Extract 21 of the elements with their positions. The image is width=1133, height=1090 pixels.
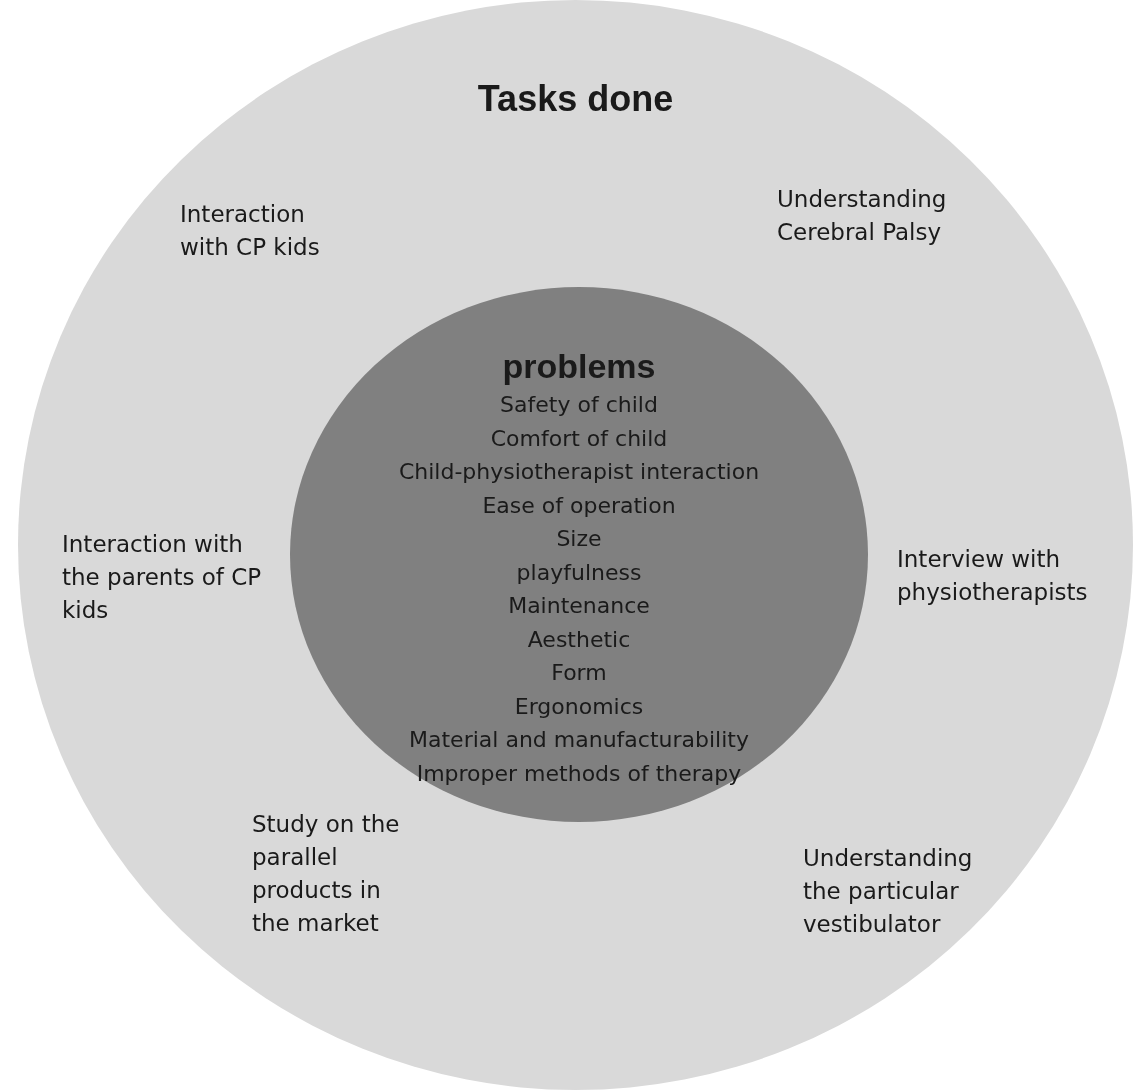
list-item: Aesthetic [526,625,632,654]
circle [18,0,1133,1090]
item-label: Interview with physiotherapists [897,545,1089,607]
list-item: Maintenance [507,592,651,620]
item-label: Study on the parallel products in the market [252,810,401,938]
item-label: Interaction with CP kids [180,200,321,262]
list-item: Safety of child [499,391,659,419]
list-item: Ergonomics [513,692,645,721]
list-item: Size [555,525,603,553]
list-item: playfulness [515,558,643,587]
list-item: Comfort of child [489,424,669,453]
list-item: Improper methods of therapy [415,759,743,788]
item-label: Understanding the particular vestibulator [803,844,974,939]
item-label: Understanding Cerebral Palsy [777,185,948,247]
heading: problems [501,347,657,386]
heading: Tasks done [476,78,675,120]
list-item: Child-physiotherapist interaction [397,458,761,486]
list-item: Form [550,659,608,687]
list-item: Ease of operation [481,491,677,520]
list-item: Material and manufacturability [408,726,750,754]
item-label: Interaction with the parents of CP kids [62,530,262,625]
